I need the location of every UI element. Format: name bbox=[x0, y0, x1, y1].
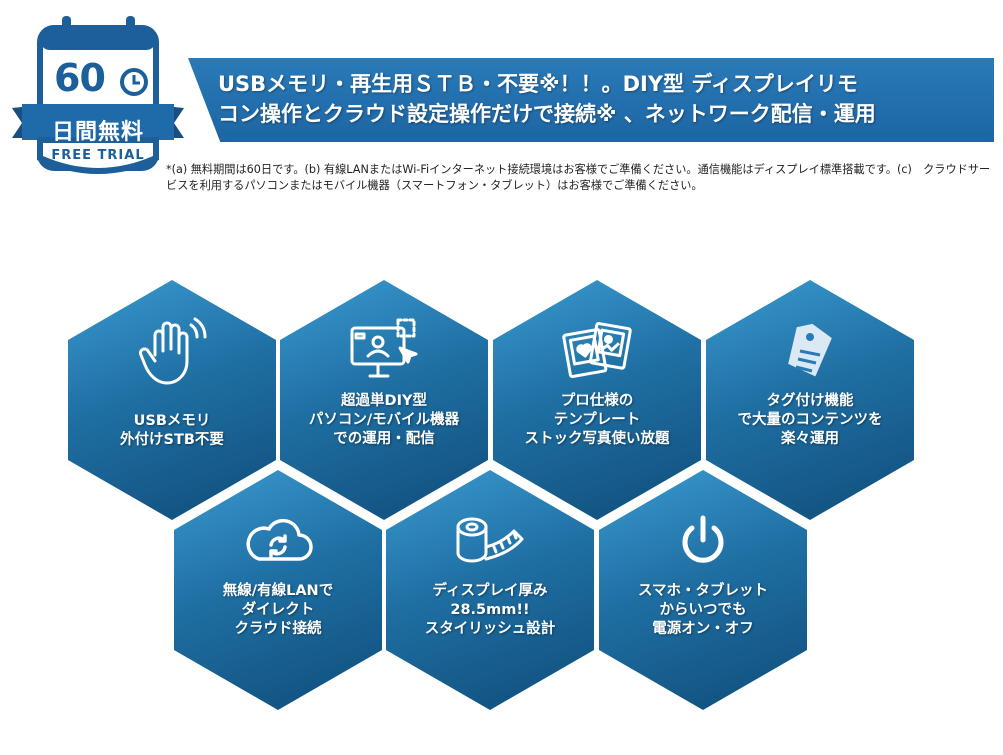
feature-pro-templates: プロ仕様の テンプレート ストック写真使い放題 bbox=[493, 280, 701, 520]
feature-diy-operation: 超過単DIY型 パソコン/モバイル機器 での運用・配信 bbox=[280, 280, 488, 520]
feature-label: スマホ・タブレット からいつでも 電源オン・オフ bbox=[637, 583, 769, 637]
banner-line-1: USBメモリ・再生用ＳＴＢ・不要※！！。DIY型 ディスプレイリモ bbox=[218, 72, 858, 96]
free-trial-label: FREE TRIAL bbox=[51, 148, 145, 163]
calendar-icon bbox=[12, 16, 184, 174]
feature-label: USBメモリ 外付けSTB不要 bbox=[120, 413, 224, 448]
trial-days-number: 60 bbox=[54, 56, 106, 100]
photo-frames-icon bbox=[547, 314, 647, 388]
feature-label: プロ仕様の テンプレート ストック写真使い放題 bbox=[524, 393, 670, 447]
waving-hand-icon bbox=[122, 314, 222, 388]
trial-ribbon-text: 日間無料 bbox=[51, 120, 144, 145]
tag-icon bbox=[760, 314, 860, 388]
banner-line-2: コン操作とクラウド設定操作だけで接続※ 、ネットワーク配信・運用 bbox=[218, 102, 876, 126]
header-banner bbox=[188, 58, 994, 142]
feature-tagging: タグ付け機能 で大量のコンテンツを 楽々運用 bbox=[706, 280, 914, 520]
cloud-sync-icon bbox=[228, 504, 328, 578]
feature-label: 超過単DIY型 パソコン/モバイル機器 での運用・配信 bbox=[308, 393, 460, 447]
free-trial-badge: 60 日間無料 FREE TRIAL bbox=[10, 8, 186, 184]
power-icon bbox=[653, 504, 753, 578]
feature-cloud-connection: 無線/有線LANで ダイレクト クラウド接続 bbox=[174, 470, 382, 710]
footnote-text: *(a) 無料期間は60日です。(b) 有線LANまたはWi-Fiインターネット… bbox=[166, 163, 991, 192]
feature-label: タグ付け機能 で大量のコンテンツを 楽々運用 bbox=[737, 393, 883, 447]
feature-usb-free: USBメモリ 外付けSTB不要 bbox=[68, 280, 276, 520]
feature-label: 無線/有線LANで ダイレクト クラウド接続 bbox=[222, 583, 334, 637]
feature-remote-power: スマホ・タブレット からいつでも 電源オン・オフ bbox=[599, 470, 807, 710]
feature-label: ディスプレイ厚み 28.5mm!! スタイリッシュ設計 bbox=[424, 583, 556, 637]
feature-slim-design: ディスプレイ厚み 28.5mm!! スタイリッシュ設計 bbox=[386, 470, 594, 710]
tape-measure-icon bbox=[440, 504, 540, 578]
computer-monitor-icon bbox=[334, 314, 434, 388]
